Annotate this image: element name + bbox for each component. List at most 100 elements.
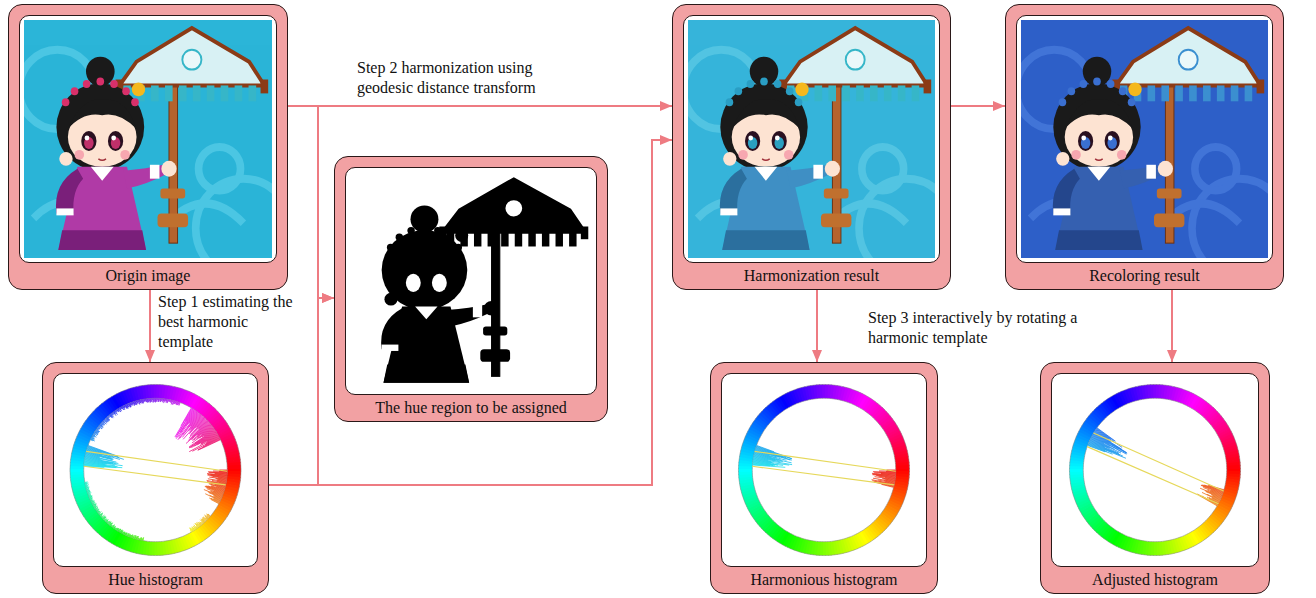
illustration-part <box>115 528 116 530</box>
illustration-part <box>130 403 131 407</box>
illustration-part <box>91 439 95 441</box>
illustration-part <box>93 435 97 437</box>
illustration-part <box>108 131 123 151</box>
illustration-part <box>127 404 128 407</box>
illustration-part <box>97 509 100 511</box>
illustration-part <box>135 401 136 404</box>
illustration-part <box>70 384 241 555</box>
illustration-part <box>106 520 108 522</box>
illustration-part <box>85 484 88 486</box>
illustration-part <box>115 411 118 415</box>
illustration-part <box>86 488 89 490</box>
illustration-part <box>1087 447 1218 504</box>
illustration-part <box>1105 131 1120 151</box>
illustration-part <box>447 305 488 327</box>
illustration-part <box>407 227 414 234</box>
illustration-part <box>96 509 98 511</box>
illustration-part <box>160 189 185 199</box>
illustration-part <box>56 208 73 215</box>
illustration-part <box>112 525 114 528</box>
illustration-part <box>177 402 178 405</box>
illustration-part <box>146 399 147 402</box>
illustration-part <box>898 85 906 101</box>
illustration-part <box>207 515 210 517</box>
image-panel <box>345 167 597 395</box>
cartoon-picture <box>1021 20 1268 258</box>
illustration-part <box>216 478 227 480</box>
illustration-part <box>1195 147 1237 191</box>
illustration-part <box>542 232 549 247</box>
illustration-part <box>446 234 453 241</box>
illustration-part <box>1059 98 1067 106</box>
illustration-part <box>97 428 99 429</box>
illustration-part <box>912 85 920 101</box>
illustration-part <box>126 533 127 536</box>
illustration-part <box>148 399 149 402</box>
illustration-part <box>93 504 96 506</box>
illustration-part <box>846 50 865 70</box>
illustration-part <box>174 401 176 403</box>
illustration-part <box>873 471 896 473</box>
illustration-part <box>136 401 138 404</box>
illustration-part <box>89 497 92 498</box>
illustration-part <box>924 80 932 94</box>
illustration-part <box>158 398 159 402</box>
illustration-part <box>128 533 129 536</box>
illustration-part <box>757 445 775 451</box>
illustration-part <box>103 517 106 520</box>
illustration-part <box>85 136 90 141</box>
illustration-part <box>755 167 778 181</box>
illustration-part <box>105 419 108 422</box>
illustration-part <box>1093 434 1126 454</box>
illustration-part <box>1227 465 1241 469</box>
illustration-part <box>735 87 743 95</box>
illustration-part <box>123 532 124 534</box>
illustration-part <box>1096 429 1122 447</box>
illustration-part <box>147 399 148 403</box>
illustration-part <box>144 399 145 402</box>
illustration-part <box>159 398 160 401</box>
illustration-part <box>86 486 88 487</box>
illustration-part <box>581 227 588 240</box>
illustration-part <box>182 50 201 70</box>
illustration-part <box>381 308 408 349</box>
illustration-part <box>108 416 109 418</box>
illustration-part <box>787 165 829 189</box>
illustration-part <box>384 293 397 306</box>
illustration-part <box>139 538 140 540</box>
cartoon-picture <box>350 172 592 390</box>
illustration-part <box>102 422 105 424</box>
illustration-part <box>350 172 592 390</box>
illustration-part <box>75 150 85 160</box>
histogram-box: Adjusted histogram <box>1040 362 1270 594</box>
illustration-part <box>133 535 134 538</box>
illustration-part <box>569 232 576 247</box>
step-label-box: Step 2 harmonization using geodesic dist… <box>357 58 572 98</box>
illustration-part <box>141 400 143 404</box>
illustration-part <box>87 447 123 459</box>
illustration-part <box>139 400 141 403</box>
illustration-part <box>95 506 98 508</box>
illustration-part <box>208 471 227 473</box>
illustration-part <box>81 131 96 151</box>
illustration-part <box>116 410 117 412</box>
illustration-part <box>129 535 131 537</box>
illustration-part <box>121 530 123 533</box>
illustration-part <box>137 536 139 539</box>
illustration-part <box>152 398 153 402</box>
illustration-part <box>93 435 95 436</box>
illustration-part <box>168 400 169 402</box>
illustration-part <box>156 398 157 401</box>
illustration-part <box>161 161 176 177</box>
illustration-part <box>120 408 122 411</box>
illustration-part <box>199 147 241 191</box>
illustration-part <box>752 398 896 542</box>
illustration-part <box>1175 85 1183 101</box>
illustration-part <box>1128 82 1141 96</box>
box-caption: Adjusted histogram <box>1051 570 1259 590</box>
illustration-part <box>86 57 115 87</box>
illustration-part <box>435 278 440 283</box>
illustration-part <box>1053 169 1080 214</box>
illustration-part <box>115 411 116 413</box>
illustration-part <box>120 407 122 408</box>
